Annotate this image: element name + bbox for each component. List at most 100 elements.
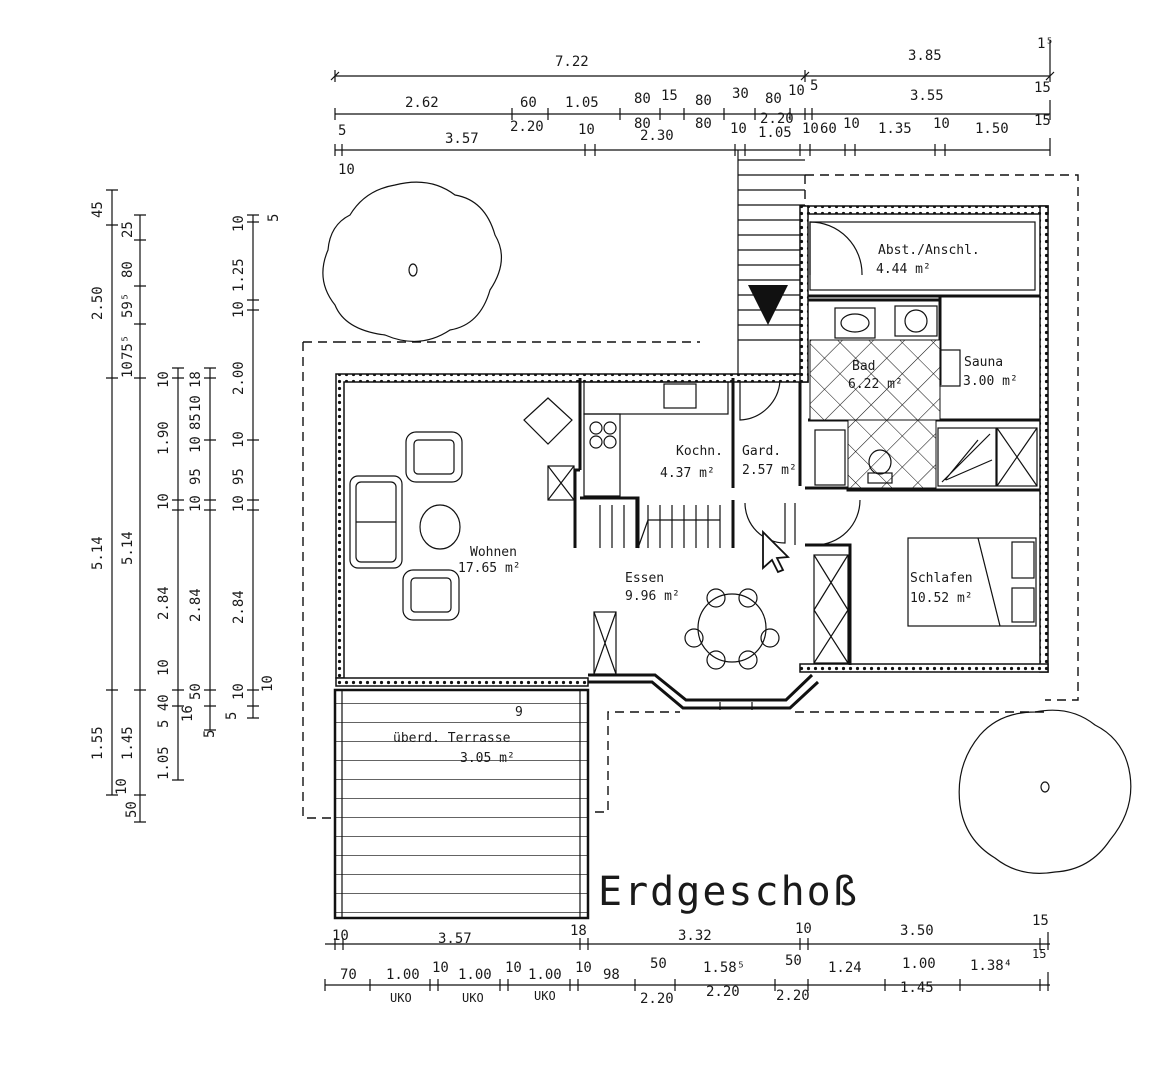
room-gard-name: Gard. [742, 444, 781, 459]
room-terrasse-area: 3.05 m² [460, 751, 515, 766]
dim-r2s-1: 2.20 [510, 119, 544, 135]
dim-r2s-3: 80 [695, 116, 712, 132]
dim-r3s-1: 10 [338, 162, 355, 178]
room-essen-name: Essen [625, 571, 664, 586]
dim-l3-7: 1.05 [156, 746, 172, 780]
dim-r3-9: 10 [843, 116, 860, 132]
dim-b2-11: 50 [785, 953, 802, 969]
dim-l1-4: 1.55 [90, 726, 106, 760]
room-gard-area: 2.57 m² [742, 463, 797, 478]
dim-l4-9: 16 [180, 705, 196, 722]
tree-bottom-right [958, 709, 1132, 874]
dim-r3-2: 3.57 [445, 131, 479, 147]
dim-b2-15: 15 [1032, 947, 1046, 961]
interior-stairs [590, 497, 721, 549]
dim-r2s-4: 2.20 [760, 111, 794, 127]
dim-l5-1: 10 [231, 215, 247, 232]
dim-r2-8: 80 [765, 91, 782, 107]
room-labels: Abst./Anschl. 4.44 m² Bad 6.22 m² Sauna … [393, 243, 1018, 766]
dim-b1-6: 3.50 [900, 923, 934, 939]
dim-b2-12: 1.24 [828, 960, 862, 976]
dim-l4-5: 95 [188, 468, 204, 485]
room-abst-name: Abst./Anschl. [878, 243, 980, 258]
dim-r3-10: 1.35 [878, 121, 912, 137]
dim-b1-3: 18 [570, 923, 587, 939]
dim-r3-7: 10 [802, 121, 819, 137]
terrace-marker: 9 [515, 705, 523, 720]
dim-b2s-1: UKO [390, 991, 412, 1005]
room-schlafen-area: 10.52 m² [910, 591, 973, 606]
dim-l1-3: 5.14 [90, 536, 106, 570]
dim-b1-2: 3.57 [438, 931, 472, 947]
dim-l5-7: 95 [231, 468, 247, 485]
dim-l2-4: 10 [120, 361, 136, 378]
dim-l5-2: 5 [266, 214, 282, 222]
dim-l3-1: 10 [156, 371, 172, 388]
dim-r2s-2: 80 [634, 116, 651, 132]
dim-r3-1: 5 [338, 123, 346, 139]
dim-r2-9: 10 [788, 83, 805, 99]
terrace-deck [333, 688, 590, 920]
room-abst-area: 4.44 m² [876, 262, 931, 277]
dim-r2-2: 60 [520, 95, 537, 111]
dim-l3-6: 5 40 [156, 694, 172, 728]
dim-r3-5: 10 [730, 121, 747, 137]
kitchen-counter [583, 381, 729, 497]
dim-l5-6: 10 [231, 431, 247, 448]
left-dimensions: 45 2.50 5.14 1.55 50 25 80 59⁵ 10 75⁵ 5.… [90, 189, 282, 823]
dim-r2-10: 5 [810, 78, 818, 94]
dim-l2-6: 5.14 [120, 531, 136, 565]
dim-l5-10: 10 [231, 683, 247, 700]
dim-l4-4: 10 [188, 436, 204, 453]
dim-l2-5: 75⁵ [120, 335, 136, 360]
room-sauna-area: 3.00 m² [963, 374, 1018, 389]
dim-b2-1: 70 [340, 967, 357, 983]
dim-r2-11: 3.55 [910, 88, 944, 104]
dim-b2-3: 10 [432, 960, 449, 976]
dim-b2-14: 1.38⁴ [970, 958, 1012, 974]
dim-r2-4: 80 [634, 91, 651, 107]
room-bad-area: 6.22 m² [848, 377, 903, 392]
dim-b1-7: 15 [1032, 913, 1049, 929]
cursor-icon [762, 529, 790, 574]
room-schlafen-name: Schlafen [910, 571, 973, 586]
dim-l3-3: 10 [156, 493, 172, 510]
dim-l1-5: 50 [124, 801, 140, 818]
dim-r2-7: 30 [732, 86, 749, 102]
room-wohnen-area: 17.65 m² [458, 561, 521, 576]
room-kochn-name: Kochn. [676, 444, 723, 459]
dim-b2s-4: 2.20 [640, 991, 674, 1007]
dim-top-3: 1⁵ [1037, 36, 1054, 52]
dim-l5-3: 1.25 [231, 258, 247, 292]
dim-r3-3: 10 [578, 122, 595, 138]
dim-l1-2: 2.50 [90, 286, 106, 320]
dim-l3-2: 1.90 [156, 421, 172, 455]
floor-title: Erdgeschoß [598, 869, 859, 915]
dim-l1-1: 45 [90, 201, 106, 218]
room-kochn-area: 4.37 m² [660, 466, 715, 481]
entrance-arrow-icon [748, 285, 788, 325]
bed [907, 537, 1037, 627]
dim-b2-10: 1.58⁵ [703, 960, 745, 976]
dim-top-1: 7.22 [555, 54, 589, 70]
dim-r3-13: 15 [1034, 113, 1051, 129]
dim-b2-6: 1.00 [528, 967, 562, 983]
room-terrasse-name: überd. Terrasse [393, 731, 511, 746]
dim-l5-11: 5 [224, 712, 240, 720]
dim-l2-7: 1.45 [120, 726, 136, 760]
living-furniture [349, 397, 573, 621]
dim-b1-4: 3.32 [678, 928, 712, 944]
dim-l5-9: 2.84 [231, 590, 247, 624]
entrance-stairs [737, 150, 805, 375]
dim-l5-4: 10 [231, 301, 247, 318]
dim-b2s-7: 1.45 [900, 980, 934, 996]
dim-r3-4: 2.30 [640, 128, 674, 144]
dim-b2s-5: 2.20 [706, 984, 740, 1000]
dim-l3-5: 10 [156, 659, 172, 676]
dim-l5-5: 2.00 [231, 361, 247, 395]
dim-b2-7: 10 [575, 960, 592, 976]
dim-l2-8: 10 [114, 778, 130, 795]
dim-l2-1: 25 [120, 221, 136, 238]
dim-l4-2: 10 [188, 395, 204, 412]
